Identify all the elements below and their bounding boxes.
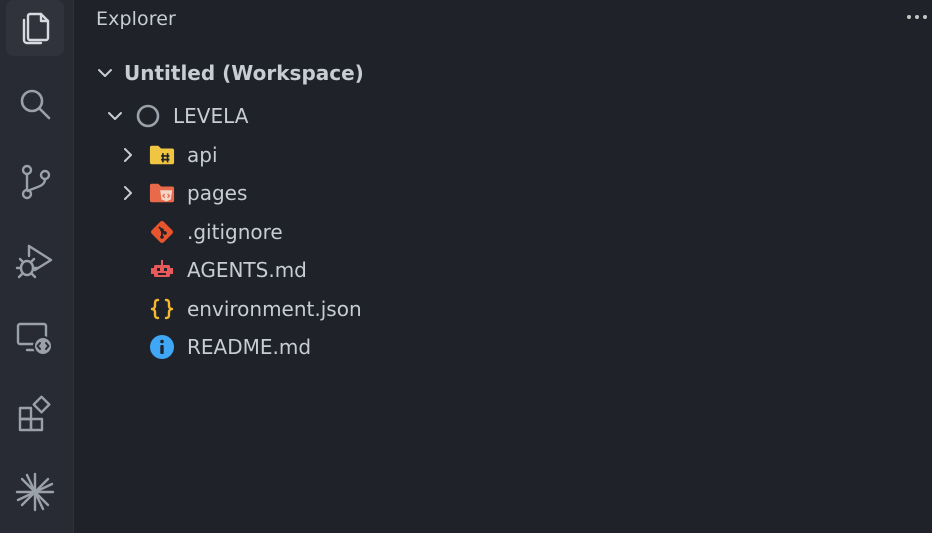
tree-item-label: README.md [187, 335, 312, 359]
root-folder-label: LEVELA [173, 104, 249, 128]
chevron-down-icon [96, 64, 114, 82]
extensions-icon [18, 395, 51, 432]
activity-remote-explorer[interactable] [6, 310, 64, 366]
activity-ai-assistant[interactable] [6, 464, 64, 520]
workspace-label: Untitled (Workspace) [124, 61, 364, 85]
robot-icon [149, 257, 175, 283]
tree-item-label: api [187, 143, 218, 167]
files-icon [22, 12, 50, 45]
source-control-icon [21, 164, 51, 200]
git-icon [149, 219, 175, 245]
tree-item-agents-md[interactable]: AGENTS.md [74, 252, 932, 288]
chevron-right-icon [119, 184, 137, 202]
tree-item-label: .gitignore [187, 220, 283, 244]
root-folder-icon [135, 103, 161, 129]
activity-extensions[interactable] [6, 387, 64, 443]
run-debug-icon [15, 244, 53, 279]
activity-search[interactable] [6, 76, 64, 132]
tree-item-readme-md[interactable]: README.md [74, 329, 932, 365]
chevron-down-icon [106, 107, 124, 125]
more-actions-button[interactable] [904, 4, 930, 30]
json-braces-icon [149, 296, 175, 322]
tree-item-gitignore[interactable]: .gitignore [74, 214, 932, 250]
tree-item-label: pages [187, 181, 248, 205]
explorer-title: Explorer [96, 8, 176, 30]
activity-bar [0, 0, 74, 533]
remote-explorer-icon [16, 322, 53, 356]
tree-item-environment-json[interactable]: environment.json [74, 291, 932, 327]
ellipsis-icon [907, 15, 927, 19]
chevron-right-icon [119, 146, 137, 164]
sparkle-icon [15, 472, 55, 512]
folder-api-icon [149, 142, 175, 168]
folder-pages-icon [149, 180, 175, 206]
activity-explorer[interactable] [6, 0, 64, 56]
info-icon [149, 334, 175, 360]
activity-run-debug[interactable] [6, 232, 64, 288]
tree-item-api[interactable]: api [74, 137, 932, 173]
explorer-panel: Explorer Untitled (Workspace) LEVELA [74, 0, 932, 533]
tree-item-label: environment.json [187, 297, 362, 321]
tree-item-label: AGENTS.md [187, 258, 307, 282]
tree-item-pages[interactable]: pages [74, 175, 932, 211]
workspace-row[interactable]: Untitled (Workspace) [74, 55, 932, 91]
root-folder-row[interactable]: LEVELA [74, 98, 932, 134]
search-icon [20, 89, 51, 120]
activity-source-control[interactable] [6, 153, 64, 209]
